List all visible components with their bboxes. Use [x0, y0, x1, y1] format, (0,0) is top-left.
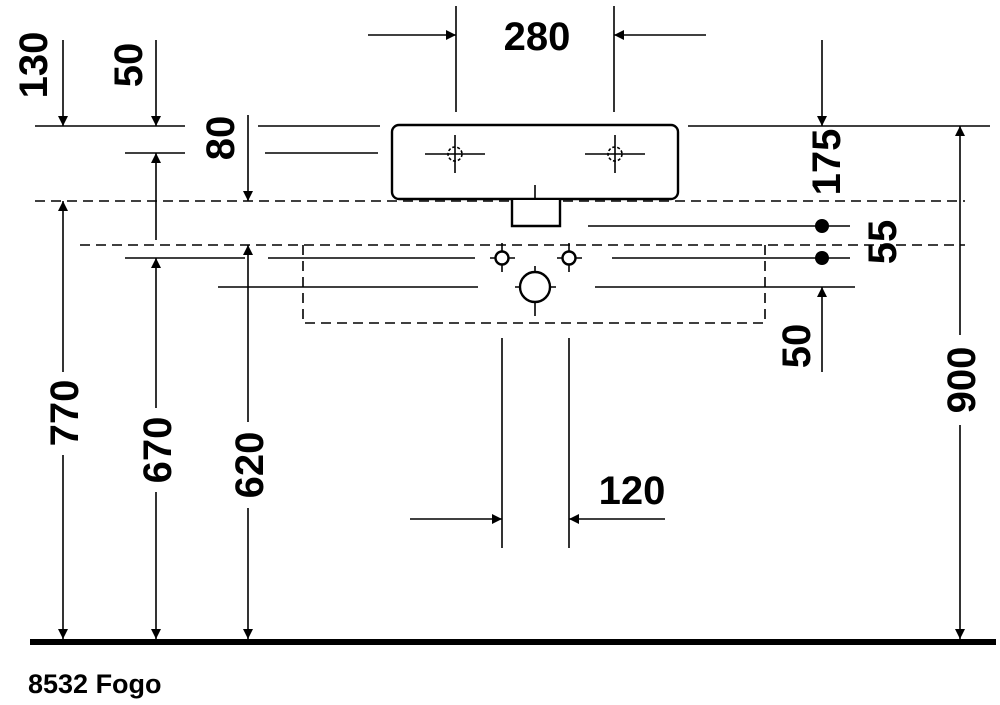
dim-label-620: 620 [228, 432, 272, 499]
dim-label-770: 770 [43, 380, 87, 447]
dim-label-130: 130 [12, 32, 56, 99]
dimension-lines [58, 6, 965, 639]
reference-lines [35, 125, 990, 288]
floor-line [30, 639, 996, 645]
wall-connections [490, 243, 582, 316]
dimension-dots [815, 219, 829, 265]
dim-label-120: 120 [599, 469, 666, 513]
dim-label-80: 80 [199, 116, 243, 161]
dim-label-670: 670 [136, 417, 180, 484]
wash-basin [390, 123, 680, 228]
product-caption: 8532 Fogo [28, 669, 162, 699]
dim-label-50-right: 50 [775, 324, 819, 369]
dim-label-50-top: 50 [107, 43, 151, 88]
dim-label-175: 175 [805, 129, 849, 196]
hidden-lines [35, 200, 965, 324]
dim-label-900: 900 [940, 347, 984, 414]
dim-label-280: 280 [504, 15, 571, 59]
dim-label-55: 55 [861, 220, 905, 265]
